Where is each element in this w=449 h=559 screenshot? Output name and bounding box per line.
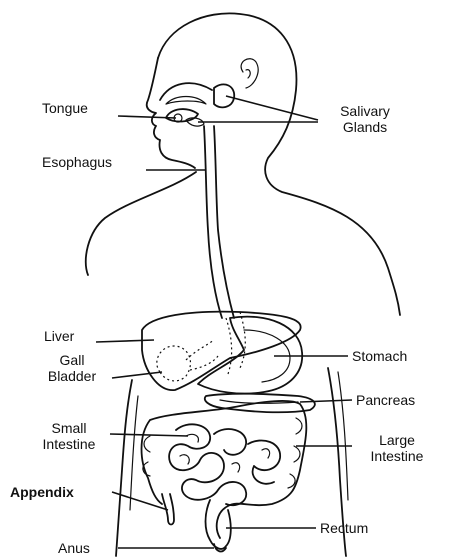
- esophagus-label: Esophagus: [42, 154, 112, 170]
- left-torso-side: [116, 380, 132, 556]
- palate-line: [160, 83, 212, 100]
- gall-bladder-leader: [112, 372, 162, 378]
- large-intestine-line-1: Large: [356, 432, 438, 448]
- salivary-glands-label: Salivary Glands: [318, 103, 412, 135]
- small-intestine-line-2: Intestine: [28, 436, 110, 452]
- liver-leader: [96, 340, 154, 342]
- tongue-label: Tongue: [42, 100, 88, 116]
- large-intestine-bulges: [143, 418, 302, 488]
- small-intestine-leader: [110, 434, 188, 436]
- esophagus-right-wall: [214, 126, 234, 318]
- gall-bladder-line-2: Bladder: [32, 368, 112, 384]
- appendix-label: Appendix: [10, 484, 74, 500]
- gall-bladder-label: Gall Bladder: [32, 352, 112, 384]
- nasal-cavity: [166, 97, 206, 105]
- liver-lobe-dashes: [226, 312, 245, 374]
- rectum-label: Rectum: [320, 520, 368, 536]
- left-torso-inner: [130, 396, 138, 510]
- esophagus-left-wall: [204, 126, 222, 318]
- pancreas-label: Pancreas: [356, 392, 415, 408]
- liver-label: Liver: [44, 328, 74, 344]
- salivary-gland-parotid: [214, 84, 234, 107]
- salivary-glands-line-1: Salivary: [318, 103, 412, 119]
- gall-bladder-shape: [157, 346, 191, 381]
- stomach-shape: [198, 317, 302, 394]
- small-intestine-label: Small Intestine: [28, 420, 110, 452]
- large-intestine-line-2: Intestine: [356, 448, 438, 464]
- salivary-glands-line-2: Glands: [318, 119, 412, 135]
- stomach-label: Stomach: [352, 348, 407, 364]
- pancreas-leader: [300, 400, 352, 402]
- large-intestine-label: Large Intestine: [356, 432, 438, 464]
- salivary-leader-upper: [226, 96, 318, 120]
- anus-label: Anus: [58, 540, 90, 556]
- left-shoulder: [86, 172, 196, 275]
- ear: [241, 59, 258, 88]
- gall-bladder-line-1: Gall: [32, 352, 112, 368]
- head-outline: [158, 13, 400, 315]
- small-intestine-line-1: Small: [28, 420, 110, 436]
